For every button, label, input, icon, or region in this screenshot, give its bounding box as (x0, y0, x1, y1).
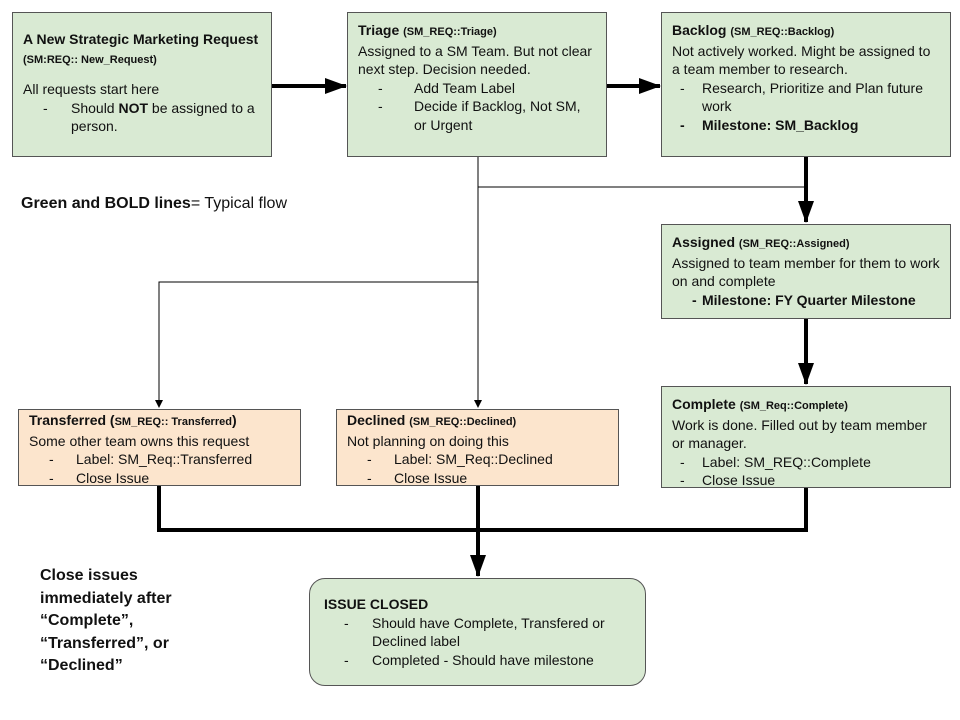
assigned-box: Assigned (SM_REQ::Assigned) Assigned to … (661, 224, 951, 319)
complete-code: (SM_Req::Complete) (739, 400, 848, 412)
declined-bullets: Label: SM_Req::Declined Close Issue (347, 450, 608, 487)
transferred-code: SM_REQ:: Transferred (114, 416, 232, 428)
declined-title: Declined (347, 412, 406, 428)
backlog-box: Backlog (SM_REQ::Backlog) Not actively w… (661, 12, 951, 157)
declined-bullet: Close Issue (347, 469, 608, 488)
new-request-text: All requests start here (23, 81, 160, 97)
transferred-text: Some other team owns this request (29, 432, 250, 449)
declined-text: Not planning on doing this (347, 432, 509, 449)
triage-text: Assigned to a SM Team. But not clear nex… (358, 42, 592, 78)
complete-bullet: Close Issue (672, 471, 940, 490)
triage-bullets: Add Team Label Decide if Backlog, Not SM… (358, 79, 596, 135)
triage-title: Triage (358, 22, 400, 38)
line-complete-to-closed (478, 488, 808, 532)
new-request-bullets: Should NOT be assigned to a person. (23, 99, 261, 136)
line-transferred-to-closed (157, 486, 478, 532)
issue-closed-bullet: Should have Complete, Transfered or Decl… (324, 614, 633, 651)
legend-note: Green and BOLD lines= Typical flow (21, 193, 287, 215)
issue-closed-title: ISSUE CLOSED (324, 596, 429, 612)
backlog-milestone: Milestone: SM_Backlog (672, 116, 940, 135)
backlog-bullet: Research, Prioritize and Plan future wor… (672, 79, 940, 116)
backlog-bullets: Research, Prioritize and Plan future wor… (672, 79, 940, 135)
backlog-code: (SM_REQ::Backlog) (730, 26, 835, 38)
backlog-title: Backlog (672, 22, 727, 38)
triage-box: Triage (SM_REQ::Triage) Assigned to a SM… (347, 12, 607, 157)
triage-bullet: Add Team Label (358, 79, 596, 98)
issue-closed-bullet: Completed - Should have milestone (324, 651, 633, 670)
assigned-code: (SM_REQ::Assigned) (738, 238, 850, 250)
triage-bullet: Decide if Backlog, Not SM, or Urgent (358, 97, 596, 134)
complete-text: Work is done. Filled out by team member … (672, 416, 927, 452)
legend-bold: Green and BOLD lines (21, 195, 191, 212)
arrow-triage-to-transferred (155, 281, 478, 408)
transferred-bullets: Label: SM_Req::Transferred Close Issue (29, 450, 290, 487)
transferred-box: Transferred (SM_REQ:: Transferred) Some … (18, 409, 301, 487)
declined-code: (SM_REQ::Declined) (409, 416, 517, 428)
declined-bullet: Label: SM_Req::Declined (347, 450, 608, 469)
complete-title: Complete (672, 396, 736, 412)
new-request-bullet: Should NOT be assigned to a person. (23, 99, 261, 136)
new-request-box: A New Strategic Marketing Request (SM:RE… (12, 12, 272, 157)
complete-bullets: Label: SM_REQ::Complete Close Issue (672, 453, 940, 490)
assigned-milestone: Milestone: FY Quarter Milestone (672, 291, 940, 310)
declined-box: Declined (SM_REQ::Declined) Not planning… (336, 409, 619, 487)
complete-box: Complete (SM_Req::Complete) Work is done… (661, 386, 951, 490)
transferred-title: Transferred ( (29, 412, 115, 428)
legend-rest: = Typical flow (190, 195, 288, 212)
assigned-title: Assigned (672, 234, 736, 250)
assigned-text: Assigned to team member for them to work… (672, 254, 940, 290)
backlog-text: Not actively worked. Might be assigned t… (672, 42, 931, 78)
assigned-bullets: Milestone: FY Quarter Milestone (672, 291, 940, 310)
transferred-bullet: Close Issue (29, 469, 290, 488)
triage-code: (SM_REQ::Triage) (403, 26, 497, 38)
transferred-bullet: Label: SM_Req::Transferred (29, 450, 290, 469)
issue-closed-box: ISSUE CLOSED Should have Complete, Trans… (309, 578, 646, 686)
close-issues-note: Close issues immediately after “Complete… (40, 567, 172, 674)
complete-bullet: Label: SM_REQ::Complete (672, 453, 940, 472)
issue-closed-bullets: Should have Complete, Transfered or Decl… (324, 614, 633, 670)
new-request-title: A New Strategic Marketing Request (23, 31, 259, 47)
line-triage-branch (477, 157, 806, 188)
new-request-code: (SM:REQ:: New_Request) (23, 53, 157, 66)
